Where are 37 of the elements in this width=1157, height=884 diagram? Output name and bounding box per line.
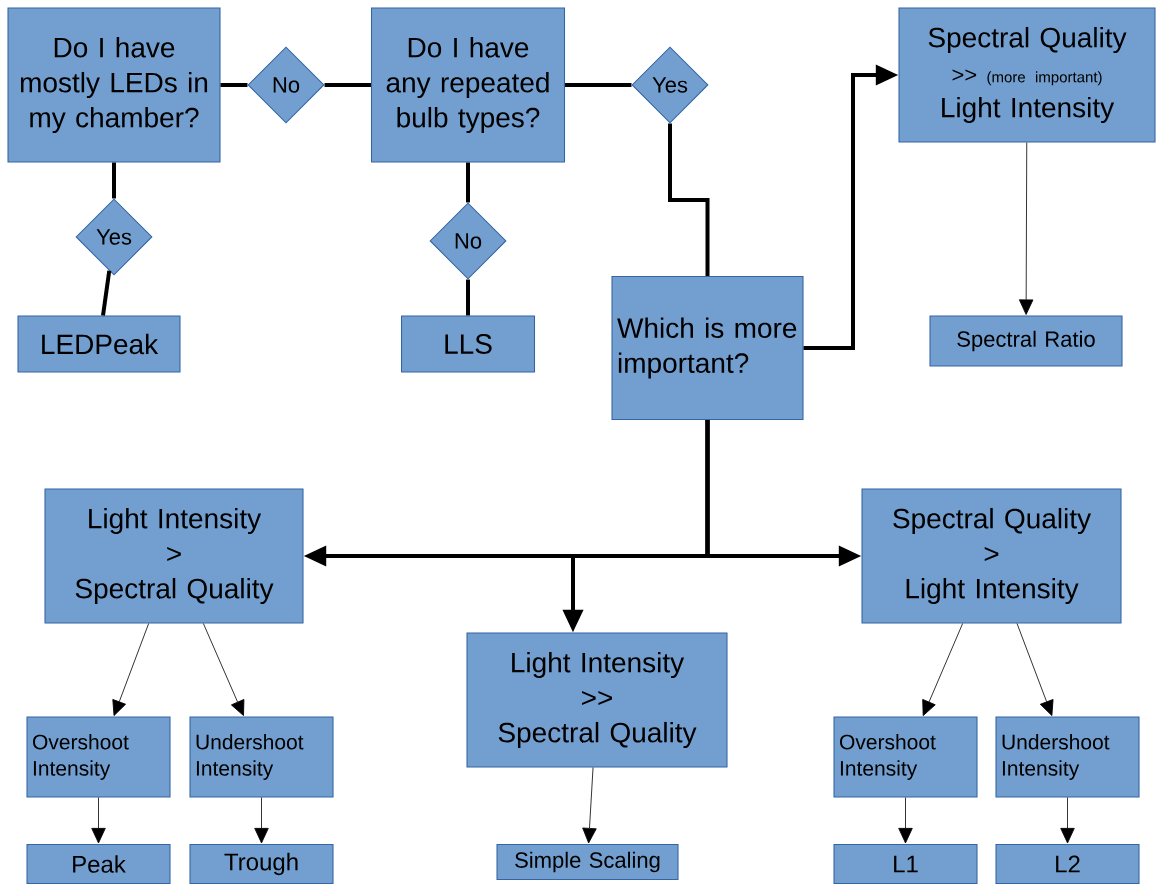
- arrow: [1018, 142, 1034, 315]
- connector-line: [466, 279, 470, 316]
- arrow: [91, 797, 106, 844]
- connector-line: [101, 270, 112, 316]
- arrow: [1060, 797, 1075, 844]
- process-box: L2: [995, 843, 1140, 884]
- process-box: Overshoot Intensity: [26, 716, 171, 798]
- process-box: Overshoot Intensity: [833, 716, 978, 798]
- process-box: Spectral Quality >> (more important) Light Intensity: [898, 7, 1156, 143]
- arrow: [922, 623, 964, 716]
- connector-line: [668, 123, 710, 276]
- process-box: Trough: [189, 843, 334, 884]
- process-box: Peak: [26, 843, 171, 884]
- connector-line: [565, 83, 632, 87]
- process-box: Spectral Ratio: [929, 315, 1123, 367]
- process-box: Undershoot Intensity: [995, 716, 1140, 798]
- process-box: Spectral Quality > Light Intensity: [861, 488, 1122, 624]
- process-box: LLS: [400, 315, 536, 373]
- process-box: LEDPeak: [17, 315, 181, 373]
- arrow: [898, 797, 913, 844]
- arrow: [254, 797, 269, 844]
- process-box: Do I have mostly LEDs in my chamber?: [7, 7, 221, 163]
- process-box: Which is more important?: [611, 275, 804, 421]
- connector-line: [220, 83, 248, 87]
- process-box: Light Intensity > Spectral Quality: [44, 488, 304, 624]
- process-box: Simple Scaling: [496, 843, 679, 881]
- arrow: [1016, 623, 1054, 716]
- process-box: L1: [833, 843, 978, 884]
- connector-line: [466, 162, 470, 203]
- arrow: [203, 623, 245, 716]
- connector-line: [112, 162, 116, 199]
- arrow: [112, 623, 150, 716]
- process-box: Do I have any repeated bulb types?: [370, 7, 566, 163]
- process-box: Undershoot Intensity: [189, 716, 334, 798]
- connector-line: [324, 83, 371, 87]
- arrow: [582, 767, 597, 844]
- process-box: Light Intensity >> Spectral Quality: [466, 632, 728, 768]
